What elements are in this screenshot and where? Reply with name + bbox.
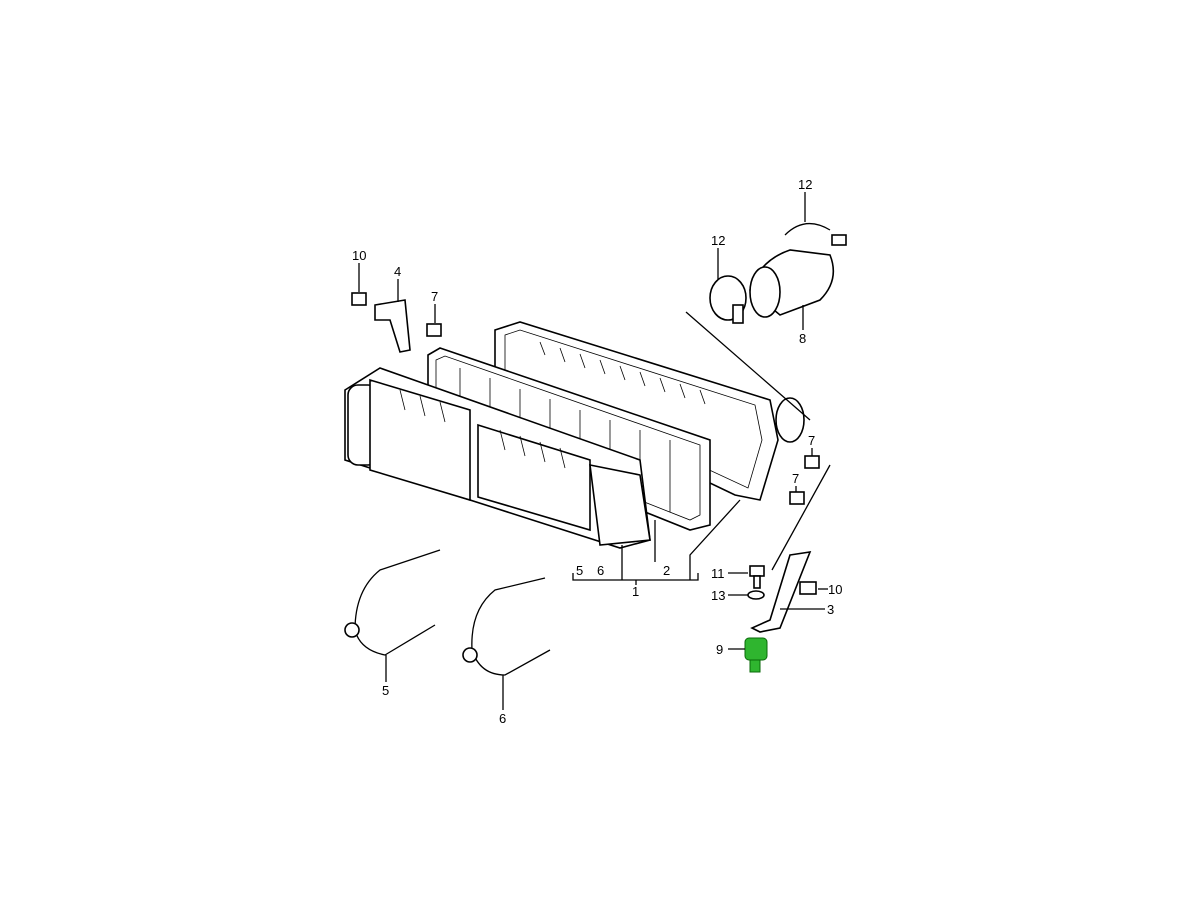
label-1: 1 <box>632 584 639 599</box>
label-9: 9 <box>716 642 723 657</box>
label-3: 3 <box>827 602 834 617</box>
part-housing-lower-1[interactable] <box>344 367 651 549</box>
part-clip-7-b[interactable] <box>804 455 820 469</box>
label-6-group: 6 <box>597 563 604 578</box>
label-13: 13 <box>711 588 725 603</box>
label-5-group: 5 <box>576 563 583 578</box>
part-clip-7-c[interactable] <box>789 491 805 505</box>
part-damper-9-highlighted[interactable] <box>744 637 768 673</box>
label-12-lower: 12 <box>711 233 725 248</box>
label-7-right-lower: 7 <box>792 471 799 486</box>
part-strap-5[interactable] <box>344 549 441 656</box>
label-2: 2 <box>663 563 670 578</box>
label-11: 11 <box>711 566 725 581</box>
label-8: 8 <box>799 331 806 346</box>
label-7-left: 7 <box>431 289 438 304</box>
part-strap-6[interactable] <box>462 577 551 676</box>
part-washer-13[interactable] <box>747 590 765 600</box>
part-bolt-10-a[interactable] <box>351 292 367 306</box>
part-clamp-12-b[interactable] <box>784 223 847 246</box>
part-bracket-4[interactable] <box>374 299 411 353</box>
label-10-right: 10 <box>828 582 842 597</box>
part-bolt-10-b[interactable] <box>799 581 817 595</box>
leader-lines <box>358 192 831 710</box>
part-hose-8[interactable] <box>749 249 835 318</box>
label-12-upper: 12 <box>798 177 812 192</box>
label-10-left: 10 <box>352 248 366 263</box>
part-clamp-12-a[interactable] <box>709 275 747 324</box>
label-4: 4 <box>394 264 401 279</box>
part-bolt-11[interactable] <box>749 565 765 589</box>
part-bracket-3[interactable] <box>750 551 812 633</box>
label-7-right-upper: 7 <box>808 433 815 448</box>
label-5: 5 <box>382 683 389 698</box>
part-clip-7-a[interactable] <box>426 323 442 337</box>
label-6: 6 <box>499 711 506 726</box>
